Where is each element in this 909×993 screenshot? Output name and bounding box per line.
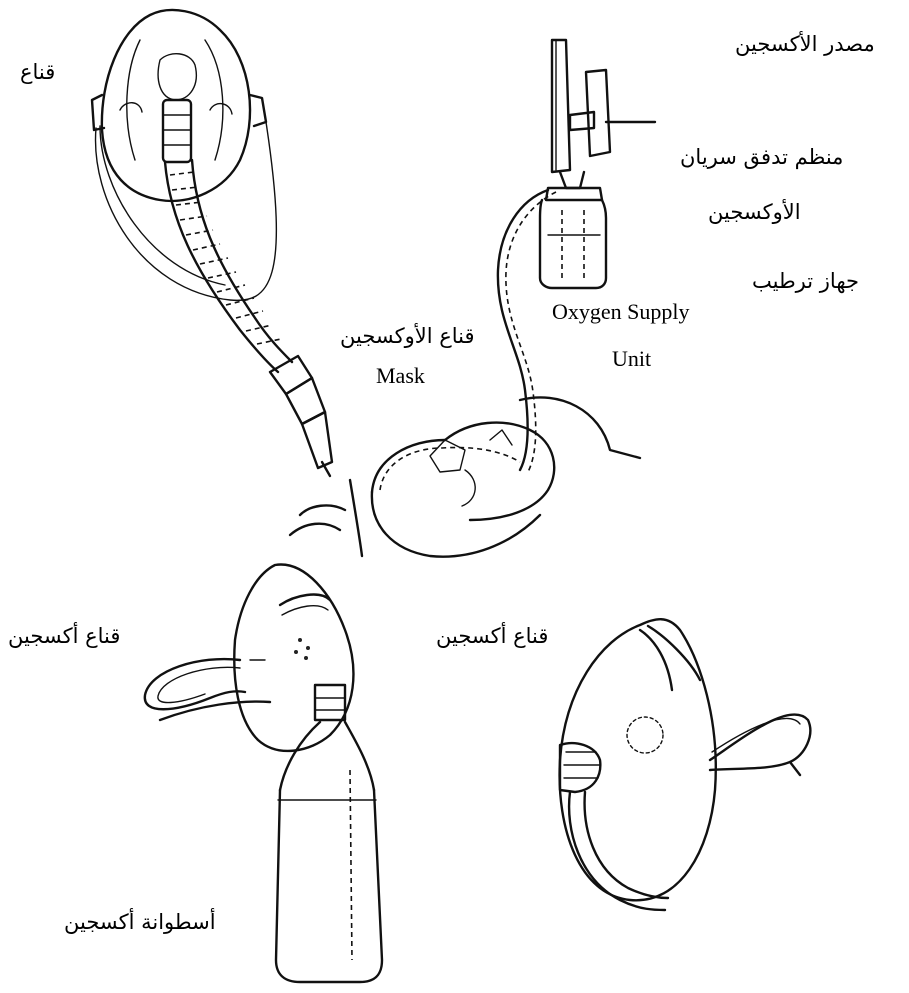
label-oxygen-cylinder: أسطوانة أكسجين [64,908,216,936]
label-oxygen-mask-right: قناع أكسجين [436,622,548,650]
label-oxygen-mask-left: قناع أكسجين [8,622,120,650]
standalone-mask-drawing [560,619,811,910]
label-oxygen-mask-ar: قناع الأوكسجين [340,322,475,350]
label-humidifier: جهاز ترطيب [752,267,859,295]
label-flow-regulator-line2: الأوكسجين [708,198,801,226]
label-supply-unit-line2: Unit [612,345,651,373]
label-flow-regulator-line1: منظم تدفق سريان [680,143,843,171]
label-mask-top-left: قناع [20,58,55,86]
label-oxygen-source: مصدر الأكسجين [735,30,875,58]
label-oxygen-mask-en: Mask [376,362,425,390]
mask-with-tube-drawing [92,10,332,476]
label-supply-unit-line1: Oxygen Supply [552,298,690,326]
